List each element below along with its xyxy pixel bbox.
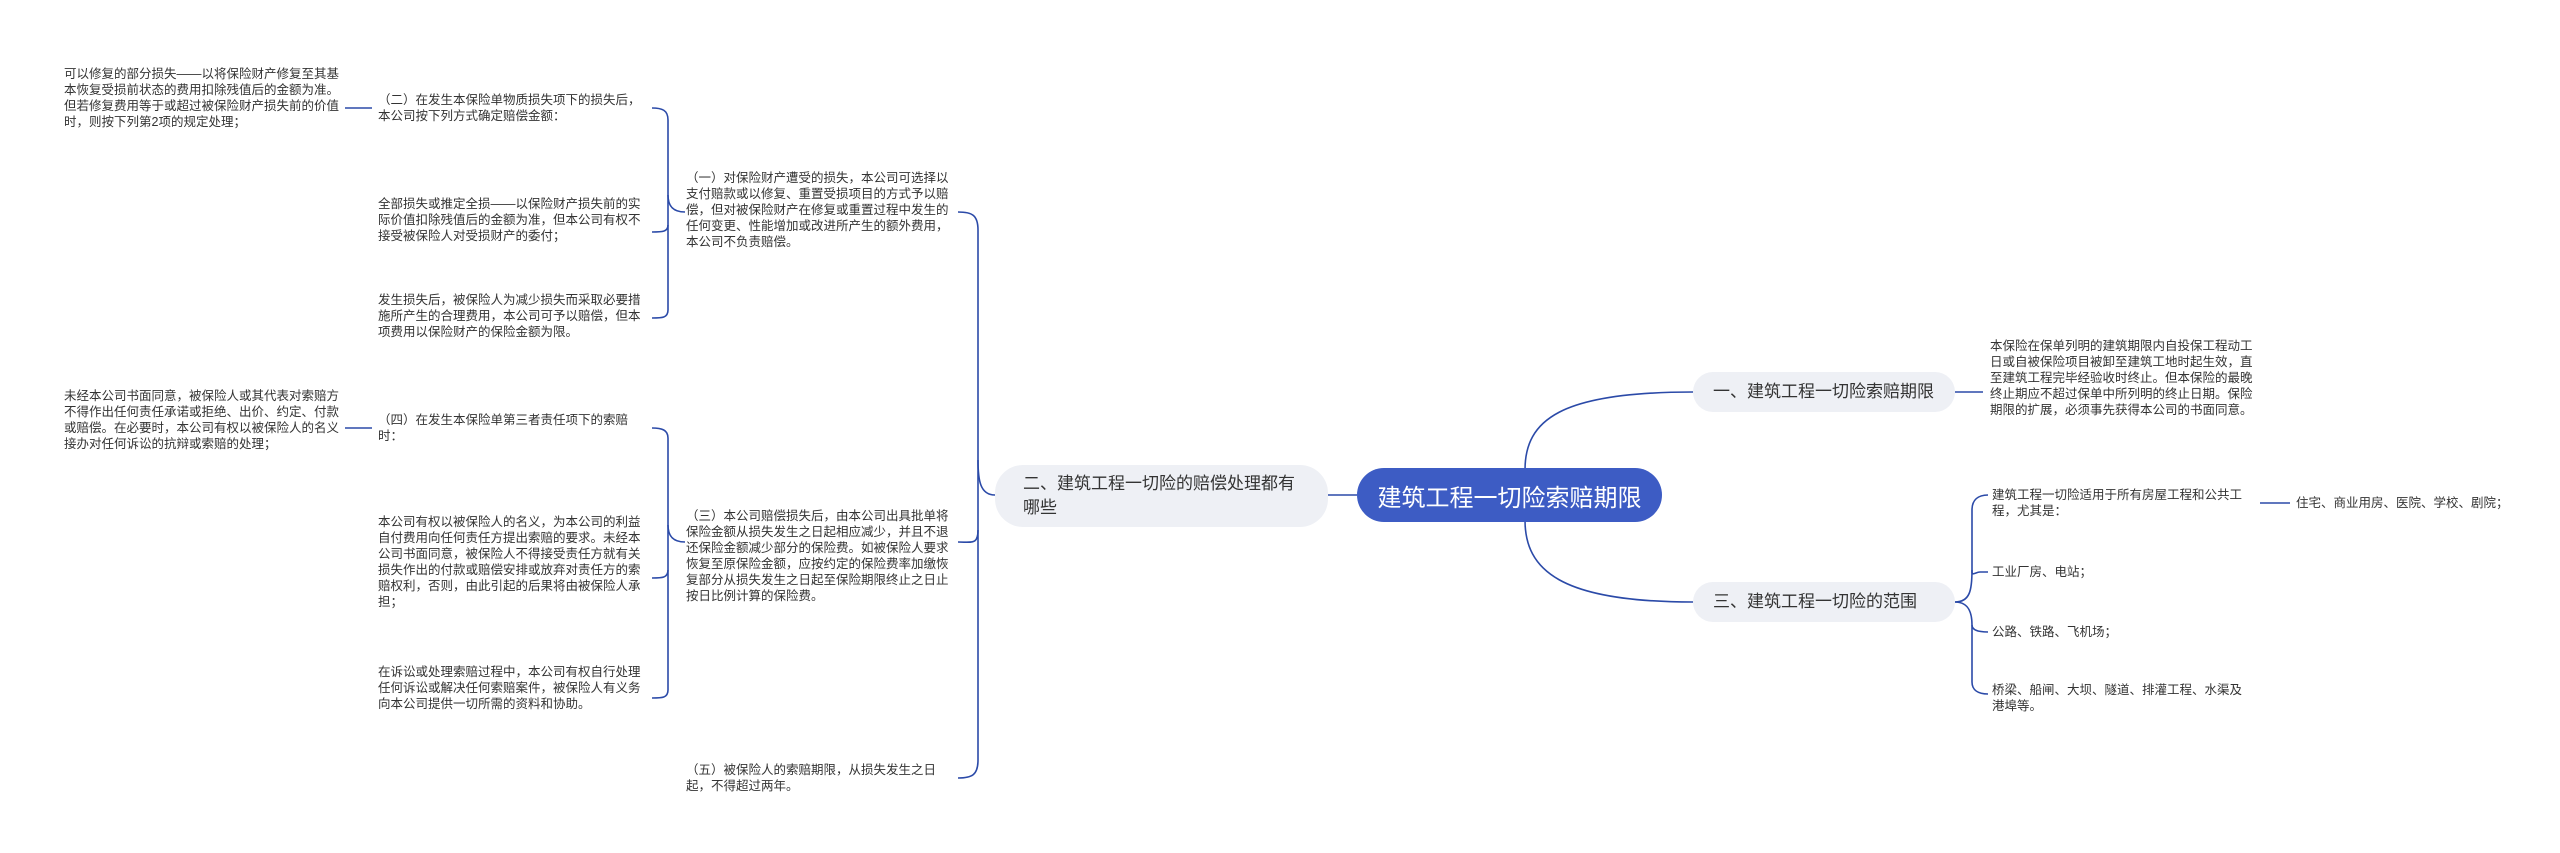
litigation-note: 在诉讼或处理索赔过程中，本公司有权自行处理任何诉讼或解决任何索赔案件，被保险人有… xyxy=(378,665,641,711)
claim-period-text: 本保险在保单列明的建筑期限内自投保工程动工日或自被保险项目被卸至建筑工地时起生效… xyxy=(1990,339,2253,417)
scope-item-factories: 工业厂房、电站； xyxy=(1992,565,2093,579)
link-s2-s2c xyxy=(651,570,669,699)
branch-claim-period[interactable]: 一、建筑工程一切险索赔期限 xyxy=(1693,372,1955,412)
third-party-consent-note: 未经本公司书面同意，被保险人或其代表对索赔方不得作出任何责任承诺或拒绝、出价、约… xyxy=(64,389,340,451)
compensation-item-2: （二）在发生本保险单物质损失项下的损失后，本公司按下列方式确定赔偿金额： xyxy=(378,93,641,123)
link-s1-s1c xyxy=(651,225,669,319)
branch-compensation[interactable]: 二、建筑工程一切险的赔偿处理都有哪些 xyxy=(995,465,1328,527)
scope-item-bridges: 桥梁、船闸、大坝、隧道、排灌工程、水渠及港埠等。 xyxy=(1992,683,2243,713)
link-b3-i2 xyxy=(1971,569,1988,575)
compensation-item-3: （三）本公司赔偿损失后，由本公司出具批单将保险金额从损失发生之日起相应减少，并且… xyxy=(686,509,949,603)
link-b3-i1 xyxy=(1954,494,1989,603)
compensation-item-4: （四）在发生本保险单第三者责任项下的索赔时： xyxy=(378,413,629,443)
link-s2-s2b xyxy=(651,525,669,579)
partial-loss-note: 可以修复的部分损失——以将保险财产修复至其基本恢复受损前状态的费用扣除残值后的金… xyxy=(64,67,340,129)
link-b2-s2 xyxy=(957,460,979,544)
link-root-b1 xyxy=(1524,391,1694,471)
link-root-b3 xyxy=(1524,519,1694,603)
compensation-item-1: （一）对保险财产遭受的损失，本公司可选择以支付赔款或以修复、重置受损项目的方式予… xyxy=(686,171,949,249)
mitigation-cost-note: 发生损失后，被保险人为减少损失而采取必要措施所产生的合理费用，本公司可予以赔偿，… xyxy=(378,293,641,339)
link-s1-s1b xyxy=(651,195,669,233)
link-s1-s1a xyxy=(651,107,686,213)
branch-scope[interactable]: 三、建筑工程一切险的范围 xyxy=(1693,582,1955,622)
root-node[interactable]: 建筑工程一切险索赔期限 xyxy=(1357,468,1662,522)
scope-item-roads: 公路、铁路、飞机场； xyxy=(1992,625,2118,639)
link-b2-s1 xyxy=(957,211,996,496)
total-loss-note: 全部损失或推定全损——以保险财产损失前的实际价值扣除残值后的金额为准，但本公司有… xyxy=(378,197,641,243)
scope-item-buildings-detail: 住宅、商业用房、医院、学校、剧院； xyxy=(2296,496,2509,510)
link-b3-i4 xyxy=(1971,625,1989,695)
compensation-item-5: （五）被保险人的索赔期限，从损失发生之日起，不得超过两年。 xyxy=(686,763,937,793)
scope-item-buildings: 建筑工程一切险适用于所有房屋工程和公共工程，尤其是： xyxy=(1992,488,2243,518)
subrogation-note: 本公司有权以被保险人的名义，为本公司的利益自付费用向任何责任方提出索赔的要求。未… xyxy=(378,515,641,609)
link-s2-s2a xyxy=(651,427,686,543)
link-b2-s3 xyxy=(957,530,979,779)
